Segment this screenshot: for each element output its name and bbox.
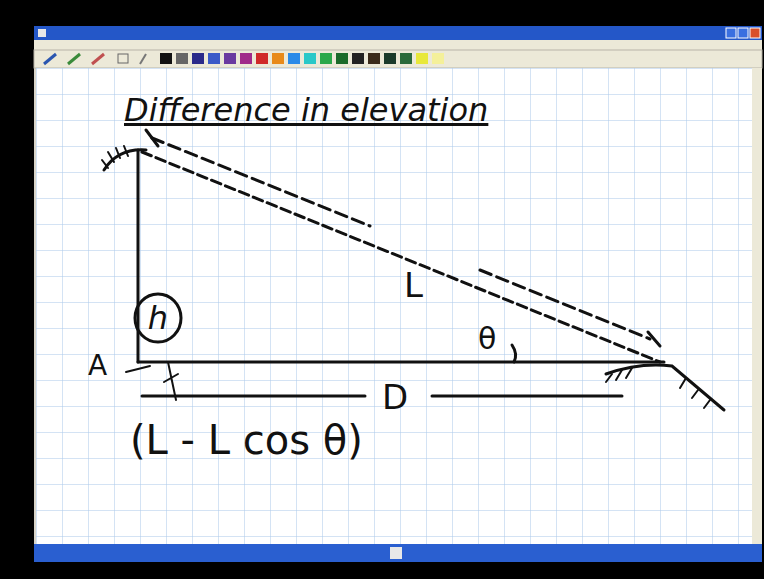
page-ground (36, 68, 752, 544)
drawing-part (368, 53, 380, 64)
circled-height: h (133, 293, 183, 343)
drawing-part (240, 53, 252, 64)
toolbar-tools (44, 54, 146, 64)
ground-line (104, 150, 146, 170)
tick-mark (146, 130, 158, 146)
drawing-part (288, 53, 300, 64)
tick-mark (164, 362, 178, 400)
angle-label: θ (478, 324, 496, 354)
scrollbar (752, 68, 762, 544)
ground-hatch (606, 368, 710, 408)
drawing-part (176, 53, 188, 64)
drawing-part (416, 53, 428, 64)
status-bar (34, 544, 762, 562)
maximize-button (738, 28, 748, 38)
handwritten-title: Difference in elevation (124, 94, 488, 126)
horizontal-line (138, 361, 664, 364)
tick-mark (648, 332, 660, 346)
ground-hatch (102, 146, 128, 168)
length-label: L (404, 268, 423, 302)
app-icon (38, 29, 46, 37)
drawing-part (140, 54, 146, 64)
drawing-part (352, 53, 364, 64)
status-icon (390, 547, 402, 559)
drawing-part (118, 54, 128, 63)
drawing-part (304, 53, 316, 64)
minimize-button (726, 28, 736, 38)
title-bar (34, 26, 762, 40)
angle-arc (512, 345, 516, 362)
drawing-part (224, 53, 236, 64)
drawing-part (160, 53, 172, 64)
l-dimension-line (152, 138, 370, 226)
point-label: A (88, 352, 107, 380)
drawing-part (192, 53, 204, 64)
formula-label: (L - L cos θ) (130, 420, 363, 460)
l-dimension-line (480, 270, 650, 339)
page-grid (36, 68, 752, 544)
d-dimension-line (432, 395, 622, 398)
drawing-part (384, 53, 396, 64)
circle-outline (135, 294, 181, 342)
menu-bar (34, 40, 762, 50)
drawing-part (68, 54, 80, 64)
drawing-part (208, 53, 220, 64)
drawing-part (432, 53, 444, 64)
drawing-part (272, 53, 284, 64)
toolbar (34, 50, 762, 68)
drawing-part (336, 53, 348, 64)
drawing-part (92, 54, 104, 64)
window-frame (34, 26, 762, 562)
drawing-part (400, 53, 412, 64)
drawing-part (320, 53, 332, 64)
color-palette (160, 53, 444, 64)
node-content: h (148, 302, 168, 334)
distance-label: D (382, 380, 408, 414)
drawing-part (44, 54, 56, 64)
ground-line (606, 365, 724, 410)
drawing-part (256, 53, 268, 64)
node-text: h (148, 302, 168, 334)
close-button (750, 28, 760, 38)
slope-line (142, 152, 660, 362)
elevation-sketch (102, 130, 724, 410)
station-mark (126, 366, 150, 372)
